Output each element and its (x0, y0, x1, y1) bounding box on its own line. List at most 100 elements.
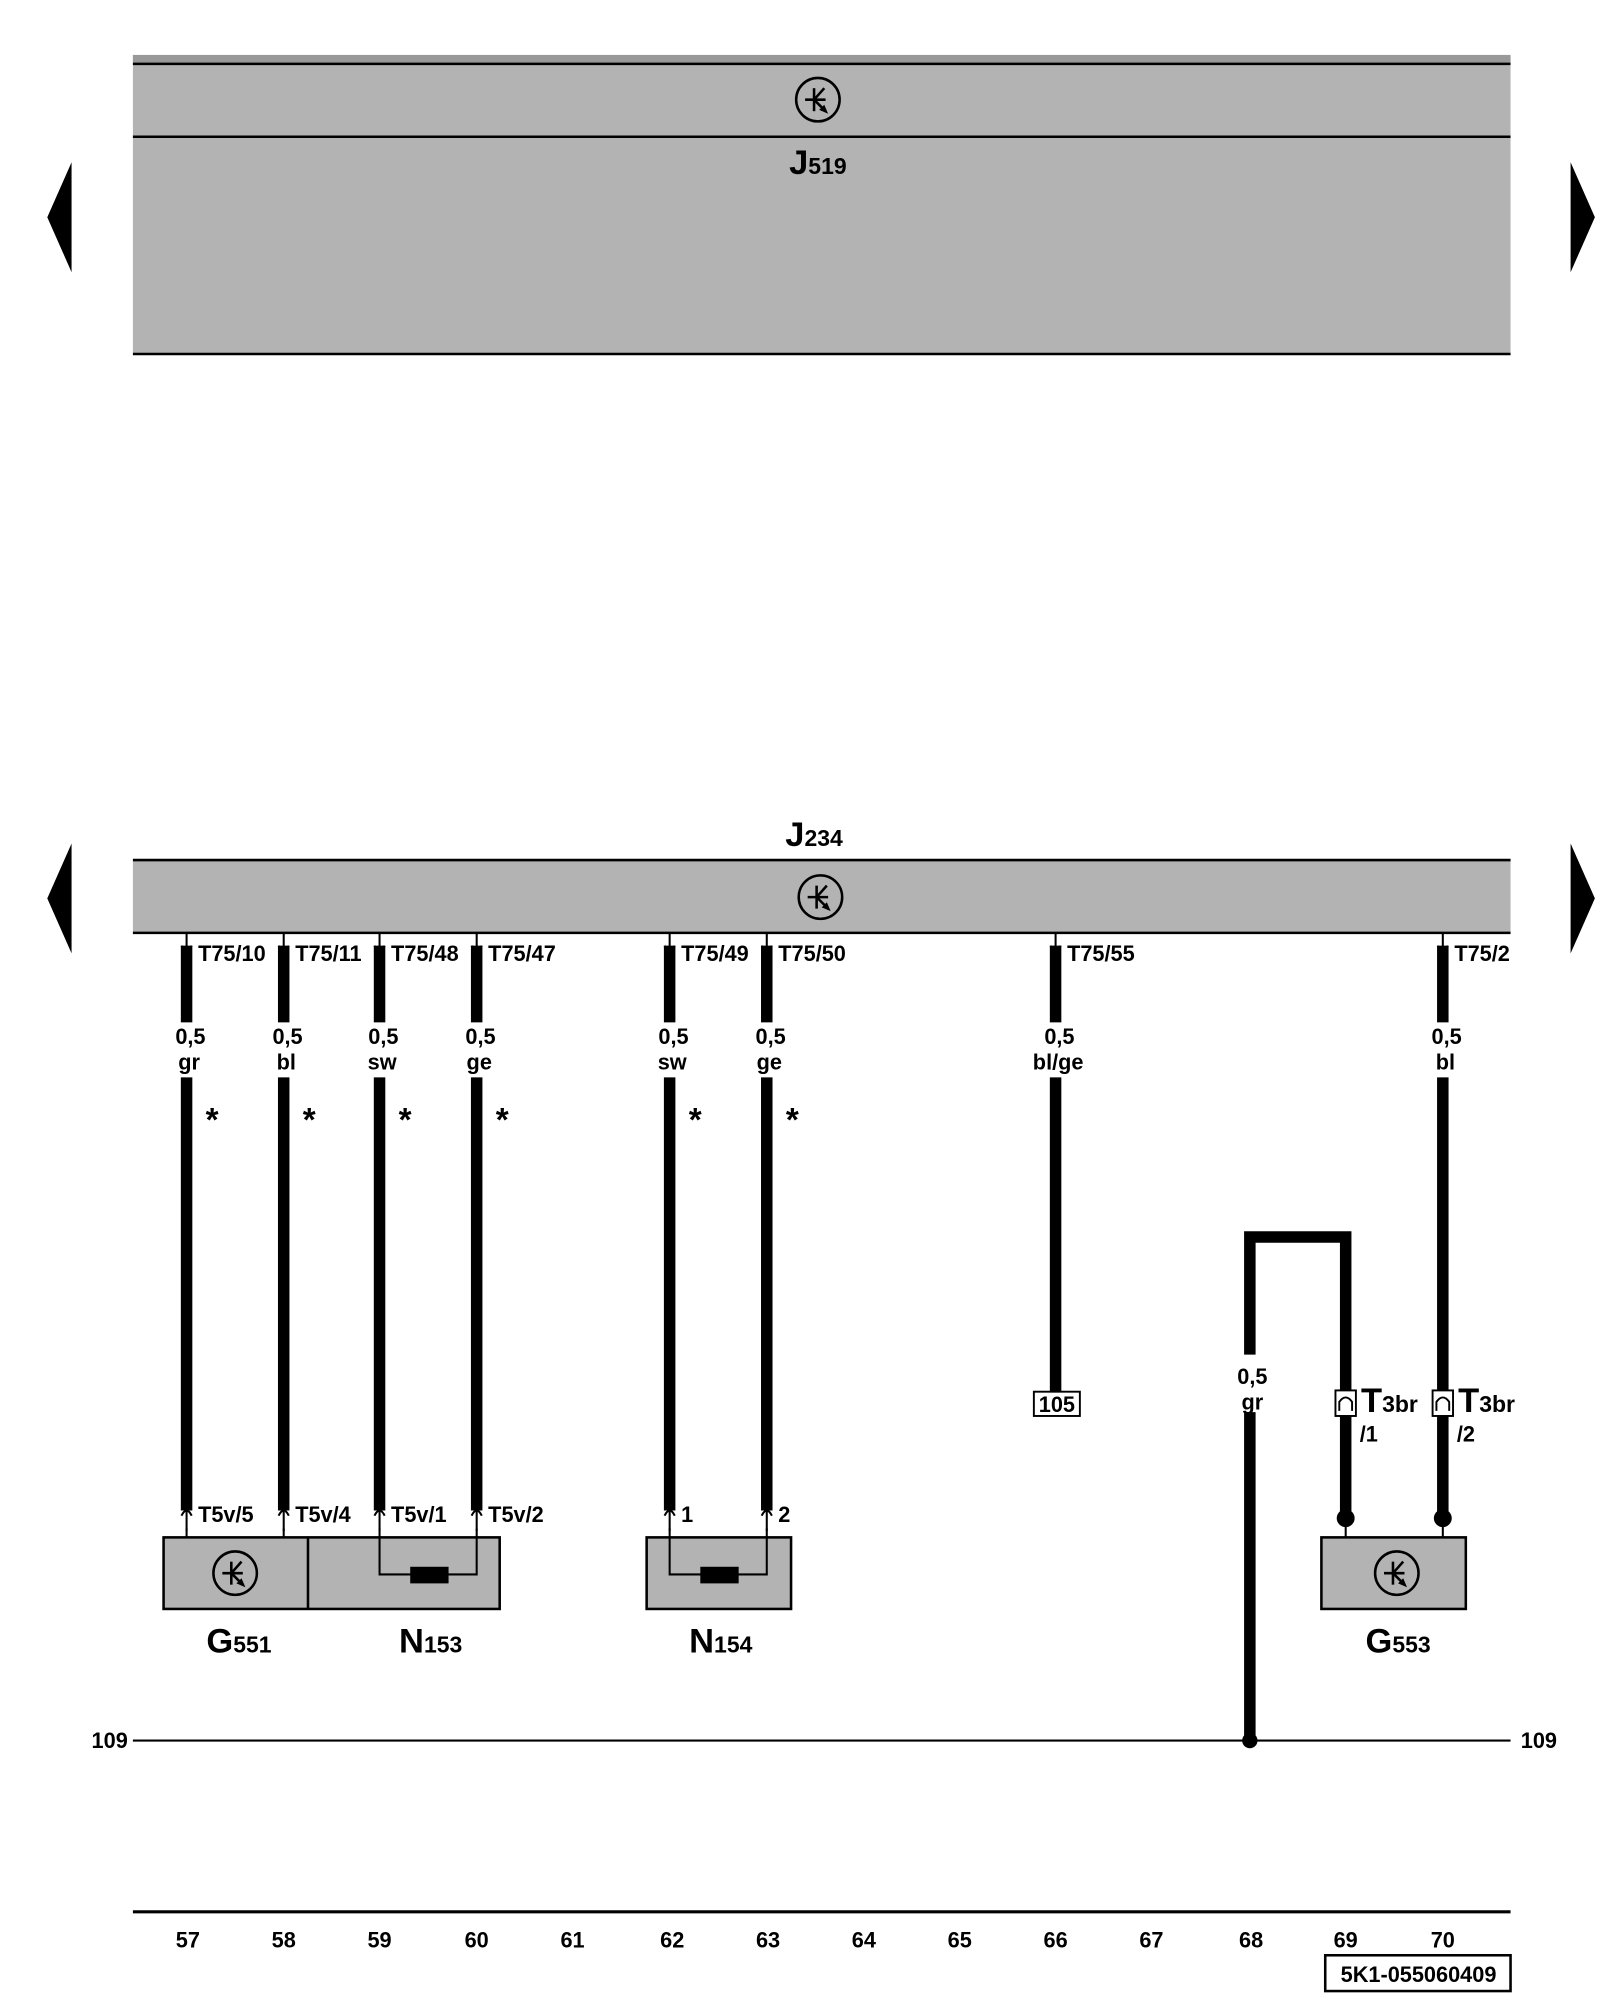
end-pin-label: 2 (778, 1502, 790, 1527)
end-pin-label: T5v/1 (391, 1502, 447, 1527)
pin-label: T75/47 (488, 941, 556, 966)
track-number: 65 (948, 1928, 972, 1953)
end-pin-label: 1 (681, 1502, 693, 1527)
valve-coil-icon (700, 1566, 739, 1584)
wire-7[interactable]: T75/550,5bl/ge (1033, 931, 1135, 1392)
track-number: 63 (756, 1928, 780, 1953)
pin-terminal-icon (180, 1509, 193, 1533)
pin-terminal-icon (1049, 931, 1062, 952)
module-label: J234 (785, 816, 843, 854)
wire-color: bl (1436, 1050, 1455, 1075)
component-g553[interactable] (1320, 1523, 1468, 1611)
pin-label: T75/10 (198, 941, 266, 966)
valve-coil-icon (410, 1566, 449, 1584)
connector-icon (1431, 1389, 1454, 1417)
wire-3[interactable]: T75/48 0,5sw * T5v/1 (368, 931, 459, 1533)
track-number: 64 (852, 1928, 876, 1953)
pin-label: T75/49 (681, 941, 749, 966)
wire-color: ge (467, 1050, 492, 1075)
wire-size: 0,5 (756, 1024, 786, 1049)
pin-terminal-icon (373, 1509, 386, 1533)
connector-label: T3br (1361, 1382, 1418, 1420)
wire-color: bl (277, 1050, 296, 1075)
pin-terminal-icon (1436, 931, 1449, 952)
pin-terminal-icon (470, 931, 483, 952)
pin-label: T75/48 (391, 941, 459, 966)
next-page-arrow-top[interactable] (1570, 162, 1595, 273)
pin-terminal-icon (470, 1509, 483, 1533)
wire-color: sw (658, 1050, 687, 1075)
wire-color: gr (178, 1050, 200, 1075)
track-number: 57 (176, 1928, 200, 1953)
wire-4[interactable]: T75/470,5ge*T5v/2 (465, 931, 556, 1533)
pin-terminal-icon (277, 931, 290, 952)
wire-1[interactable]: T75/100,5gr*T5v/5 (175, 931, 266, 1533)
wire-2[interactable]: T75/11 0,5bl * T5v/4 (272, 931, 362, 1533)
footnote-asterisk: * (303, 1102, 316, 1139)
wire-size: 0,5 (465, 1024, 495, 1049)
connector-icon (1334, 1389, 1357, 1417)
reference-label: 105 (1039, 1392, 1075, 1417)
svg-text:0,5: 0,5 (1237, 1364, 1267, 1389)
ground-wire: 0,5 gr T3br /1 (1237, 1231, 1418, 1749)
diagram-code-box (1323, 1953, 1512, 1993)
track-number: 62 (660, 1928, 684, 1953)
wire-8[interactable]: T75/2 0,5bl (1432, 931, 1510, 1519)
track-number: 60 (465, 1928, 489, 1953)
pin-label: T75/11 (295, 941, 361, 966)
module-j519: J519 (132, 54, 1511, 356)
prev-page-arrow-bottom[interactable] (47, 843, 72, 954)
wire-size: 0,5 (1432, 1024, 1462, 1049)
pin-label: T75/55 (1067, 941, 1135, 966)
ground-line-ref-left[interactable]: 109 (92, 1728, 128, 1753)
module-label: J519 (789, 144, 847, 182)
wire-size: 0,5 (175, 1024, 205, 1049)
module-j234: J234 (132, 816, 1511, 935)
track-number: 66 (1044, 1928, 1068, 1953)
pin-terminal-icon (760, 1509, 773, 1533)
pin-terminal-icon (277, 1509, 290, 1533)
svg-text:gr: gr (1242, 1390, 1264, 1415)
footnote-asterisk: * (399, 1102, 412, 1139)
end-pin-label: T5v/4 (295, 1502, 351, 1527)
svg-text:/2: /2 (1457, 1422, 1475, 1447)
connector-label: T3br (1458, 1382, 1515, 1420)
wire-size: 0,5 (658, 1024, 688, 1049)
wire-color: ge (757, 1050, 782, 1075)
ground-line-ref-right[interactable]: 109 (1521, 1728, 1557, 1753)
track-number: 68 (1239, 1928, 1263, 1953)
pin-label: T75/50 (778, 941, 846, 966)
reference-box-105[interactable] (1032, 1390, 1081, 1417)
diagram-code: 5K1-055060409 (1341, 1962, 1497, 1987)
track-number: 61 (560, 1928, 584, 1953)
pin-label: T75/2 (1454, 941, 1510, 966)
component-label: G553 (1365, 1622, 1430, 1660)
pin-terminal-icon (663, 1509, 676, 1533)
component-label: N154 (689, 1622, 753, 1660)
wire-color: sw (368, 1050, 397, 1075)
footnote-asterisk: * (689, 1102, 702, 1139)
component-label: G551 (206, 1622, 271, 1660)
wire-color: bl/ge (1033, 1050, 1084, 1075)
prev-page-arrow-top[interactable] (47, 162, 72, 273)
end-pin-label: T5v/5 (198, 1502, 254, 1527)
wire-size: 0,5 (272, 1024, 302, 1049)
end-pin-label: T5v/2 (488, 1502, 544, 1527)
track-number: 69 (1334, 1928, 1358, 1953)
track-number: 59 (367, 1928, 391, 1953)
component-g551-n153[interactable] (162, 1528, 501, 1611)
component-label: N153 (399, 1622, 462, 1660)
pin-terminal-icon (663, 931, 676, 952)
track-number: 70 (1431, 1928, 1455, 1953)
track-number: 58 (272, 1928, 296, 1953)
next-page-arrow-bottom[interactable] (1570, 843, 1595, 954)
component-n154[interactable] (645, 1528, 793, 1611)
pin-terminal-icon (180, 931, 193, 952)
wire-6[interactable]: T75/500,5ge*2 (756, 931, 846, 1533)
pin-terminal-icon (373, 931, 386, 952)
wire-size: 0,5 (368, 1024, 398, 1049)
track-number: 67 (1139, 1928, 1163, 1953)
wire-5[interactable]: T75/49 0,5sw * 1 (658, 931, 749, 1533)
svg-text:/1: /1 (1360, 1422, 1378, 1447)
